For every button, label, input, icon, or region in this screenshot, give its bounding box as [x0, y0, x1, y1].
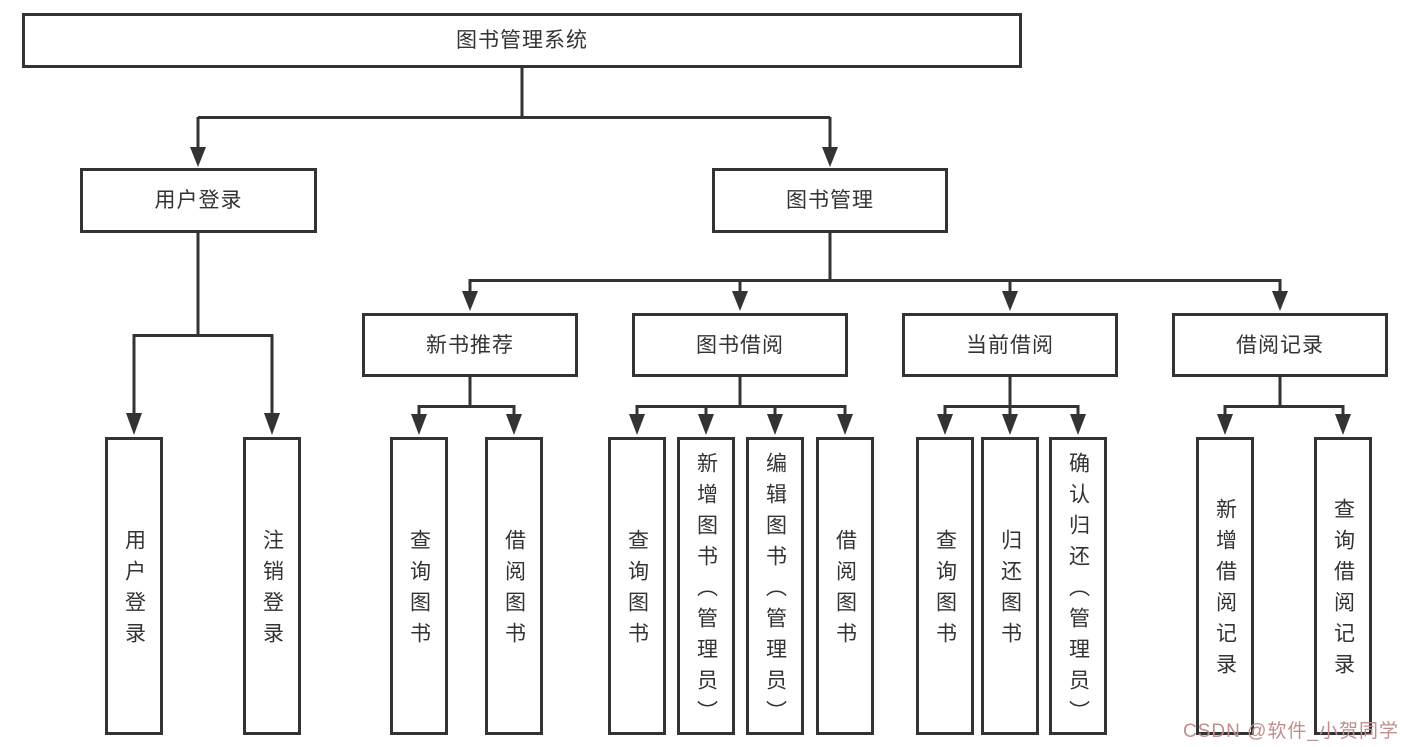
node-book-management: 图书管理 — [712, 168, 948, 233]
node-current-borrow: 当前借阅 — [902, 313, 1118, 377]
node-leaf-edit-book-admin: 编辑图书（管理员） — [746, 437, 804, 735]
node-leaf-return-book: 归还图书 — [981, 437, 1039, 735]
node-book-borrow: 图书借阅 — [632, 313, 848, 377]
node-leaf-confirm-return-admin: 确认归还（管理员） — [1049, 437, 1107, 735]
node-leaf-query-borrow-record: 查询借阅记录 — [1314, 437, 1372, 735]
node-leaf-borrow-book-2: 借阅图书 — [816, 437, 874, 735]
node-root-library-system: 图书管理系统 — [22, 13, 1022, 68]
node-borrow-records: 借阅记录 — [1172, 313, 1388, 377]
node-leaf-add-book-admin: 新增图书（管理员） — [677, 437, 735, 735]
node-user-login: 用户登录 — [80, 168, 317, 233]
node-leaf-query-book-2: 查询图书 — [608, 437, 666, 735]
node-leaf-add-borrow-record: 新增借阅记录 — [1196, 437, 1254, 735]
node-leaf-user-login: 用户登录 — [105, 437, 163, 735]
csdn-watermark: CSDN @软件_小贺同学 — [1183, 721, 1399, 742]
node-new-book-recommend: 新书推荐 — [362, 313, 578, 377]
node-leaf-borrow-book-1: 借阅图书 — [485, 437, 543, 735]
node-leaf-query-book-3: 查询图书 — [916, 437, 974, 735]
node-leaf-logout: 注销登录 — [243, 437, 301, 735]
node-leaf-query-book-1: 查询图书 — [390, 437, 448, 735]
